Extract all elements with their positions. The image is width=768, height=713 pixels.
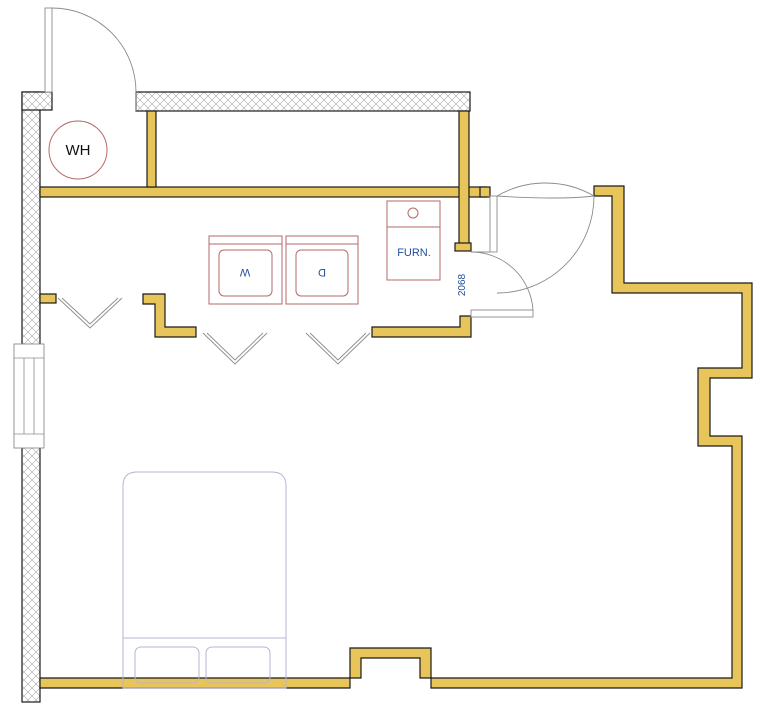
door-2068: [470, 251, 534, 318]
window-left: [13, 343, 45, 449]
door-size-label: 2068: [457, 273, 468, 296]
water-heater: WH: [48, 120, 108, 180]
wall-wh-right: [146, 110, 157, 188]
furnace-label: FURN.: [397, 247, 431, 259]
dryer: D: [285, 235, 359, 305]
bifold-doors: [57, 297, 371, 365]
wall-utility-top: [39, 186, 487, 198]
wall-furnace-stub: [454, 242, 472, 252]
exterior-wall-top-left-stub: [21, 91, 53, 111]
exterior-walls: [21, 91, 471, 703]
bed: [122, 471, 287, 689]
wall-laundry-left-stub: [39, 293, 57, 304]
doors: [44, 7, 595, 365]
wall-laundry-bottom-left: [142, 293, 197, 338]
exterior-wall-top: [135, 91, 471, 112]
wall-right-perimeter: [39, 185, 753, 689]
interior-walls: [39, 110, 753, 689]
door-exterior-top: [44, 7, 137, 111]
washer-label: W: [239, 266, 250, 278]
wall-laundry-bottom-right: [371, 315, 472, 338]
wall-upper-right: [458, 110, 470, 249]
door-upper-right: [489, 182, 595, 294]
wall-door-jamb-top: [479, 186, 491, 198]
washer: W: [208, 235, 283, 305]
water-heater-label: WH: [66, 142, 91, 159]
dryer-label: D: [318, 266, 326, 278]
furnace: FURN.: [386, 200, 441, 281]
